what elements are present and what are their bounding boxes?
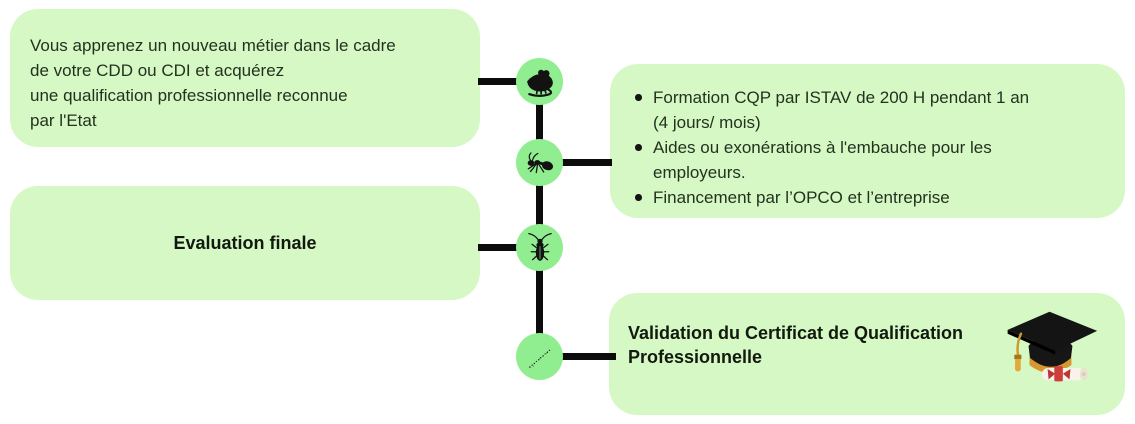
- list-item: Financement par l’OPCO et l’entreprise: [633, 185, 1113, 210]
- validation-title: Validation du Certificat de Qualificatio…: [628, 323, 964, 367]
- timeline-node-cockroach: [516, 224, 563, 271]
- timeline-node-insect-trail: [516, 333, 563, 380]
- connector-intro-box: [478, 78, 540, 85]
- connector-formation-box: [540, 159, 612, 166]
- timeline-node-rat: [516, 58, 563, 105]
- intro-box: Vous apprenez un nouveau métier dans le …: [10, 9, 480, 147]
- graduation-cap-icon: [1000, 306, 1100, 390]
- timeline-node-ant: [516, 139, 563, 186]
- formation-details-list: Formation CQP par ISTAV de 200 H pendant…: [610, 64, 1125, 210]
- ant-icon: [527, 151, 553, 173]
- cockroach-icon: [527, 232, 552, 261]
- list-item: Aides ou exonérations à l'embauche pour …: [633, 135, 1113, 185]
- list-item: Formation CQP par ISTAV de 200 H pendant…: [633, 85, 1113, 135]
- timeline-vertical-connector: [536, 81, 543, 356]
- rat-icon: [526, 69, 553, 97]
- validation-box: Validation du Certificat de Qualificatio…: [609, 293, 1125, 415]
- connector-validation-box: [540, 353, 616, 360]
- formation-details-box: Formation CQP par ISTAV de 200 H pendant…: [610, 64, 1125, 218]
- evaluation-finale-box: Evaluation finale: [10, 186, 480, 300]
- evaluation-finale-label: Evaluation finale: [173, 232, 317, 253]
- insect-trail-icon: [528, 349, 550, 368]
- connector-evaluation-box: [478, 244, 540, 251]
- intro-text: Vous apprenez un nouveau métier dans le …: [30, 36, 396, 130]
